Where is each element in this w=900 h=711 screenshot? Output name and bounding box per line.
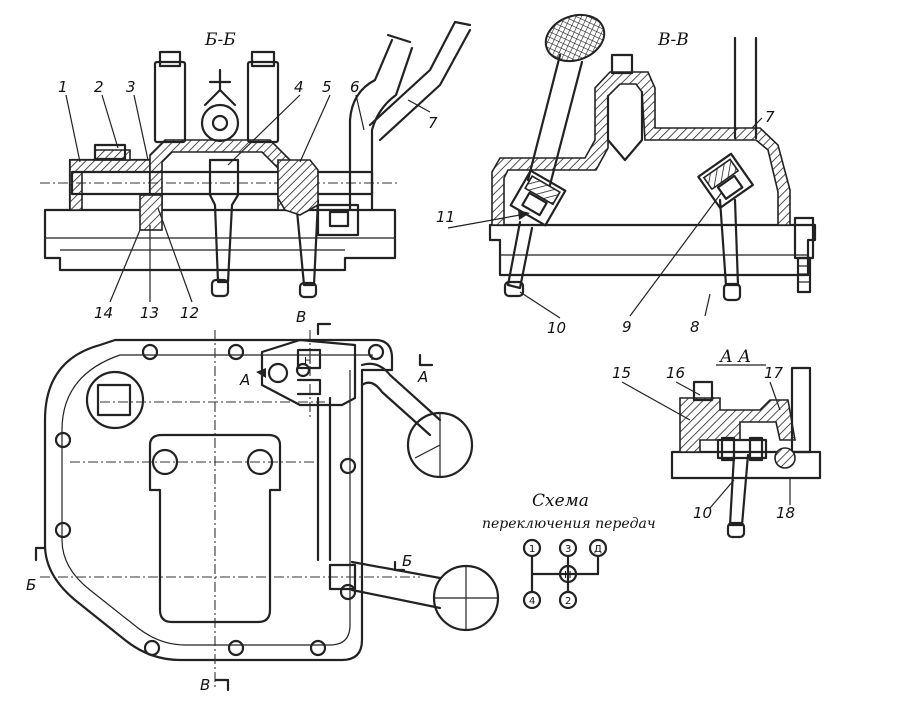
gear-3-label: 3 bbox=[565, 544, 571, 555]
part-label-18: 18 bbox=[776, 504, 795, 522]
gear-d-circle bbox=[588, 538, 608, 558]
part-label-10: 10 bbox=[547, 319, 566, 337]
part-label-6: 6 bbox=[350, 78, 360, 96]
part-label-7: 7 bbox=[428, 114, 438, 132]
section-aa-title: А А bbox=[719, 347, 751, 367]
part-label-11: 11 bbox=[436, 208, 455, 226]
plate-n-label: Н bbox=[304, 356, 312, 367]
section-mark-v-bottom: В bbox=[200, 676, 210, 694]
part-label-10b: 10 bbox=[693, 504, 712, 522]
part-label-13: 13 bbox=[140, 304, 159, 322]
gear-2-label: 2 bbox=[565, 596, 571, 607]
gear-2-circle bbox=[558, 590, 578, 610]
part-label-15: 15 bbox=[612, 364, 631, 382]
gear-1-label: 1 bbox=[529, 544, 535, 555]
plan-view: Н В В А А Б Б bbox=[26, 308, 500, 694]
gear-n-circle bbox=[558, 564, 578, 584]
section-aa-view: А А 15 16 17 10 18 bbox=[612, 347, 822, 539]
section-mark-a-right: А bbox=[417, 368, 428, 386]
part-label-7b: 7 bbox=[765, 108, 775, 126]
section-mark-v-top: В bbox=[296, 308, 306, 326]
part-label-16: 16 bbox=[666, 364, 685, 382]
section-mark-a-left: А bbox=[239, 371, 250, 389]
section-vv-title: В-В bbox=[657, 30, 689, 50]
shift-scheme: Схема переключения передач 1 3 Д Н 4 2 bbox=[482, 491, 656, 610]
part-label-9: 9 bbox=[622, 318, 632, 336]
part-label-2: 2 bbox=[94, 78, 104, 96]
section-bb-view: Б-Б bbox=[40, 20, 472, 322]
part-label-14: 14 bbox=[94, 304, 113, 322]
part-label-4: 4 bbox=[294, 78, 304, 96]
section-vv-view: В-В bbox=[436, 13, 817, 337]
part-label-8: 8 bbox=[690, 318, 700, 336]
section-bb-title: Б-Б bbox=[204, 30, 236, 50]
section-mark-b-right: Б bbox=[402, 552, 412, 570]
section-mark-b-left: Б bbox=[26, 576, 36, 594]
part-label-5: 5 bbox=[322, 78, 332, 96]
scheme-subtitle: переключения передач bbox=[482, 516, 656, 532]
gear-1-circle bbox=[522, 538, 542, 558]
gear-4-circle bbox=[522, 590, 542, 610]
part-label-1: 1 bbox=[58, 78, 68, 96]
part-label-17: 17 bbox=[764, 364, 784, 382]
gear-d-label: Д bbox=[594, 544, 602, 555]
gear-4-label: 4 bbox=[529, 596, 535, 607]
part-label-12: 12 bbox=[180, 304, 199, 322]
part-label-3: 3 bbox=[126, 78, 136, 96]
gear-3-circle bbox=[558, 538, 578, 558]
gear-n-label: Н bbox=[564, 570, 572, 581]
scheme-title: Схема bbox=[532, 491, 589, 511]
